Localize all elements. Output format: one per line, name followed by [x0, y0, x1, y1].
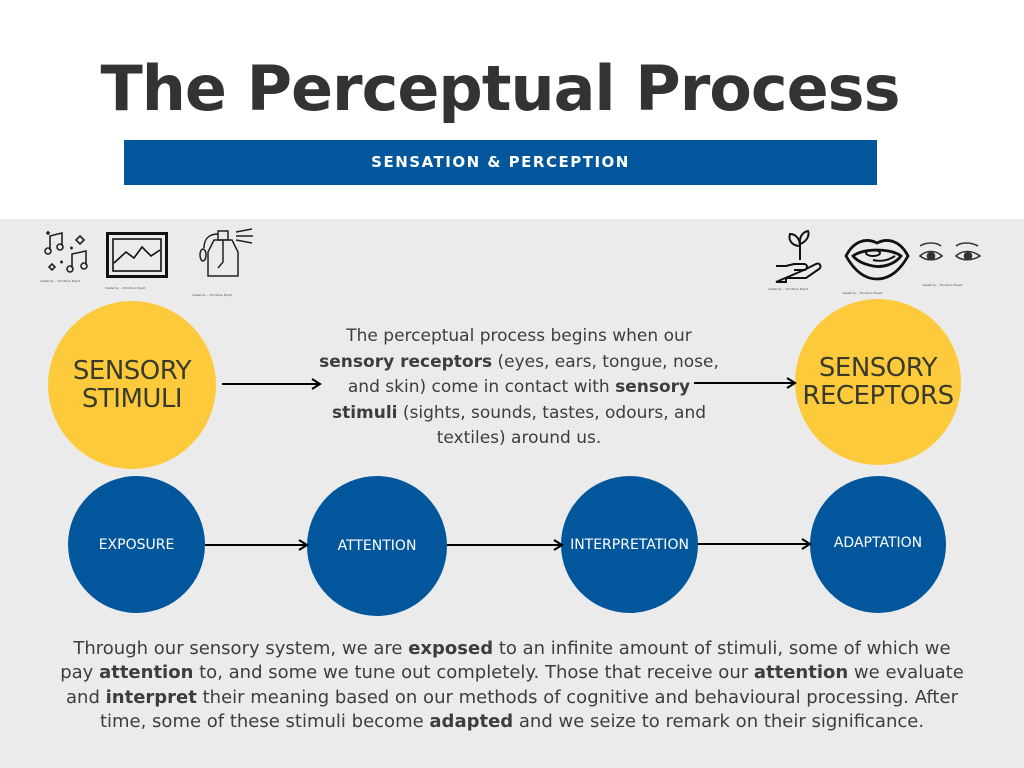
process-step-interpretation: INTERPRETATION — [561, 476, 698, 613]
icon-attribution: Created by ... from Noun Project — [105, 287, 146, 290]
arrow-text-to-receptors — [694, 377, 797, 389]
bold-term: attention — [753, 662, 849, 684]
bold-term: adapted — [429, 711, 514, 733]
bold-term: attention — [99, 662, 194, 684]
arrow-attention-to-interpretation — [447, 539, 564, 551]
icon-attribution: Created by ... from Noun Project — [192, 294, 233, 297]
subtitle-banner: SENSATION & PERCEPTION — [124, 140, 877, 185]
process-step-adaptation: ADAPTATION — [810, 476, 946, 613]
circle-label-line1: SENSORY — [72, 356, 192, 386]
process-step-exposure: EXPOSURE — [68, 476, 205, 613]
bold-term: exposed — [408, 638, 494, 659]
picture-frame-icon — [106, 232, 168, 278]
step-label: ADAPTATION — [833, 534, 923, 551]
bold-term: sensory receptors — [319, 351, 493, 372]
perfume-bottle-icon — [196, 226, 258, 290]
icon-attribution: Created by ... from Noun Project — [768, 288, 809, 291]
sensory-stimuli-circle: SENSORY STIMULI — [48, 301, 216, 469]
circle-label-line2: RECEPTORS — [802, 381, 954, 411]
mouth-tongue-icon — [843, 234, 911, 282]
step-label: INTERPRETATION — [570, 536, 689, 553]
step-label: ATTENTION — [337, 538, 417, 554]
music-notes-icon — [42, 228, 92, 276]
sensory-receptors-circle: SENSORY RECEPTORS — [795, 299, 961, 465]
icon-attribution: Created by ... from Noun Project — [842, 292, 883, 295]
arrow-exposure-to-attention — [205, 539, 309, 551]
eyes-icon — [918, 242, 984, 266]
icon-attribution: Created by ... from Noun Project — [40, 280, 81, 283]
arrow-interpretation-to-adaptation — [698, 538, 812, 550]
circle-label-line1: SENSORY — [818, 353, 938, 383]
circle-label-line2: STIMULI — [81, 384, 183, 414]
arrow-stimuli-to-text — [222, 378, 322, 390]
page-title: The Perceptual Process — [100, 52, 901, 125]
step-label: EXPOSURE — [98, 536, 175, 553]
bold-term: interpret — [105, 686, 197, 708]
hand-plant-icon — [774, 229, 826, 284]
bold-term: sensory stimuli — [331, 377, 691, 423]
summary-paragraph: Through our sensory system, we are expos… — [60, 638, 964, 733]
icon-attribution: Created by ... from Noun Project — [922, 284, 963, 287]
process-step-attention: ATTENTION — [307, 476, 447, 616]
intro-paragraph: The perceptual process begins when our s… — [319, 326, 719, 448]
